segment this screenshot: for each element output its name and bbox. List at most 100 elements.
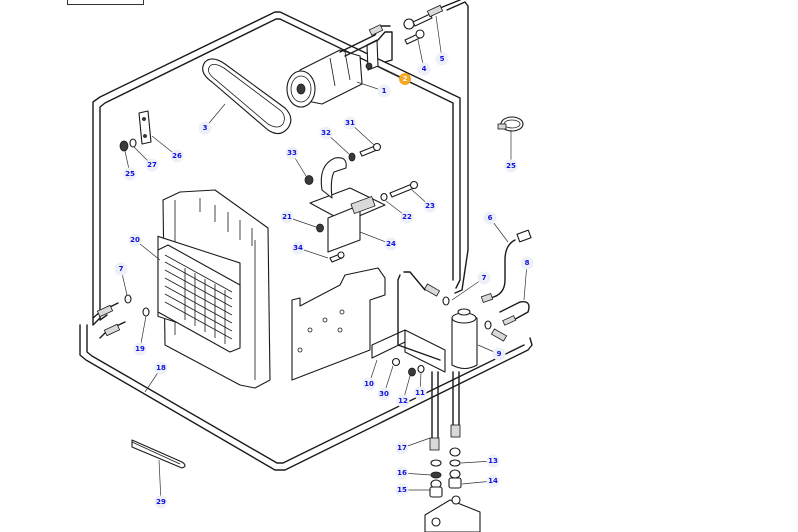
nut-12: [408, 367, 416, 377]
title-block-frame: [67, 0, 144, 5]
leader-line-5: [435, 15, 443, 60]
callout-label-33[interactable]: 33: [287, 149, 297, 157]
callout-label-12[interactable]: 12: [398, 397, 408, 405]
callout-label-16[interactable]: 16: [397, 469, 407, 477]
callout-marker-6[interactable]: [483, 211, 497, 225]
callout-marker-21[interactable]: [280, 210, 294, 224]
callout-label-14[interactable]: 14: [488, 477, 498, 485]
callout-marker-30[interactable]: [377, 387, 391, 401]
callout-label-8[interactable]: 8: [525, 259, 530, 267]
callout-marker-11[interactable]: [413, 386, 427, 400]
mounting-plate: [291, 267, 386, 381]
callout-label-27[interactable]: 27: [147, 161, 157, 169]
callout-label-19[interactable]: 19: [135, 345, 145, 353]
callout-marker-34[interactable]: [291, 241, 305, 255]
bottom-bracket: [424, 495, 481, 532]
callout-marker-29[interactable]: [154, 495, 168, 509]
o-ring-7-right: [442, 296, 450, 306]
callout-marker-19[interactable]: [133, 342, 147, 356]
callout-marker-7a[interactable]: [114, 262, 128, 276]
callout-label-6[interactable]: 6: [488, 214, 493, 222]
callout-label-15[interactable]: 15: [397, 486, 407, 494]
callout-label-34[interactable]: 34: [293, 244, 303, 252]
callout-label-5[interactable]: 5: [440, 55, 445, 63]
pipe-17: [429, 371, 461, 451]
nut-14: [448, 477, 462, 489]
callout-marker-31[interactable]: [343, 116, 357, 130]
callout-label-11[interactable]: 11: [415, 389, 425, 397]
callout-label-22[interactable]: 22: [402, 213, 412, 221]
callout-marker-23[interactable]: [423, 199, 437, 213]
callout-marker-12[interactable]: [396, 394, 410, 408]
evaporator-pipes: [92, 302, 126, 339]
hose-loop-18: [79, 11, 533, 471]
callout-label-32[interactable]: 32: [321, 129, 331, 137]
callout-marker-4[interactable]: [417, 62, 431, 76]
fitting-5: [403, 4, 444, 30]
callout-marker-14[interactable]: [486, 474, 500, 488]
callout-marker-15[interactable]: [395, 483, 409, 497]
callout-label-25a[interactable]: 25: [506, 162, 516, 170]
drier-bracket-10: [371, 329, 446, 373]
callout-label-21[interactable]: 21: [282, 213, 292, 221]
fasteners-13-16: [429, 447, 462, 498]
callout-marker-24[interactable]: [384, 237, 398, 251]
bracket-24: [309, 157, 386, 253]
leader-line-29: [158, 459, 162, 503]
washer-11: [417, 364, 425, 374]
callout-marker-1[interactable]: [377, 84, 391, 98]
callout-marker-20[interactable]: [128, 233, 142, 247]
callout-label-30[interactable]: 30: [379, 390, 389, 398]
callout-label-23[interactable]: 23: [425, 202, 435, 210]
suction-pipe: [339, 24, 393, 63]
callout-marker-26[interactable]: [170, 149, 184, 163]
callout-marker-3[interactable]: [198, 121, 212, 135]
callout-marker-27[interactable]: [145, 158, 159, 172]
hose-8: [499, 301, 530, 326]
callout-marker-33[interactable]: [285, 146, 299, 160]
bolt-31: [359, 142, 382, 157]
callout-marker-7b[interactable]: [477, 271, 491, 285]
callout-label-24[interactable]: 24: [386, 240, 396, 248]
washer-16: [430, 471, 442, 479]
callout-label-13[interactable]: 13: [488, 457, 498, 465]
callout-marker-25b[interactable]: [123, 167, 137, 181]
washer-32: [348, 152, 356, 162]
callout-marker-32[interactable]: [319, 126, 333, 140]
callout-label-7b[interactable]: 7: [482, 274, 487, 282]
callout-marker-9[interactable]: [492, 347, 506, 361]
nut-25: [119, 140, 129, 152]
callout-label-26[interactable]: 26: [172, 152, 182, 160]
bolt-34: [329, 251, 345, 263]
callout-label-18[interactable]: 18: [156, 364, 166, 372]
callout-marker-17[interactable]: [395, 441, 409, 455]
callout-marker-5[interactable]: [435, 52, 449, 66]
callout-label-1[interactable]: 1: [382, 87, 387, 95]
nut-21: [316, 223, 324, 233]
callout-marker-13[interactable]: [486, 454, 500, 468]
callout-label-7a[interactable]: 7: [119, 265, 124, 273]
callout-label-29[interactable]: 29: [156, 498, 166, 506]
callout-label-20[interactable]: 20: [130, 236, 140, 244]
callout-marker-2[interactable]: [399, 73, 411, 85]
callout-label-17[interactable]: 17: [397, 444, 407, 452]
callout-marker-18[interactable]: [154, 361, 168, 375]
callout-label-31[interactable]: 31: [345, 119, 355, 127]
callout-label-4[interactable]: 4: [422, 65, 427, 73]
nut-33: [304, 175, 314, 185]
callout-label-3[interactable]: 3: [203, 124, 208, 132]
callout-label-2[interactable]: 2: [403, 75, 408, 83]
callout-label-9[interactable]: 9: [497, 350, 502, 358]
callout-marker-25a[interactable]: [504, 159, 518, 173]
harness-6: [480, 229, 532, 304]
o-ring-19: [142, 307, 150, 317]
callout-marker-22[interactable]: [400, 210, 414, 224]
callout-label-25b[interactable]: 25: [125, 170, 135, 178]
callout-marker-16[interactable]: [395, 466, 409, 480]
callout-marker-8[interactable]: [520, 256, 534, 270]
bolt-30: [391, 357, 401, 367]
callout-label-10[interactable]: 10: [364, 380, 374, 388]
callout-marker-10[interactable]: [362, 377, 376, 391]
